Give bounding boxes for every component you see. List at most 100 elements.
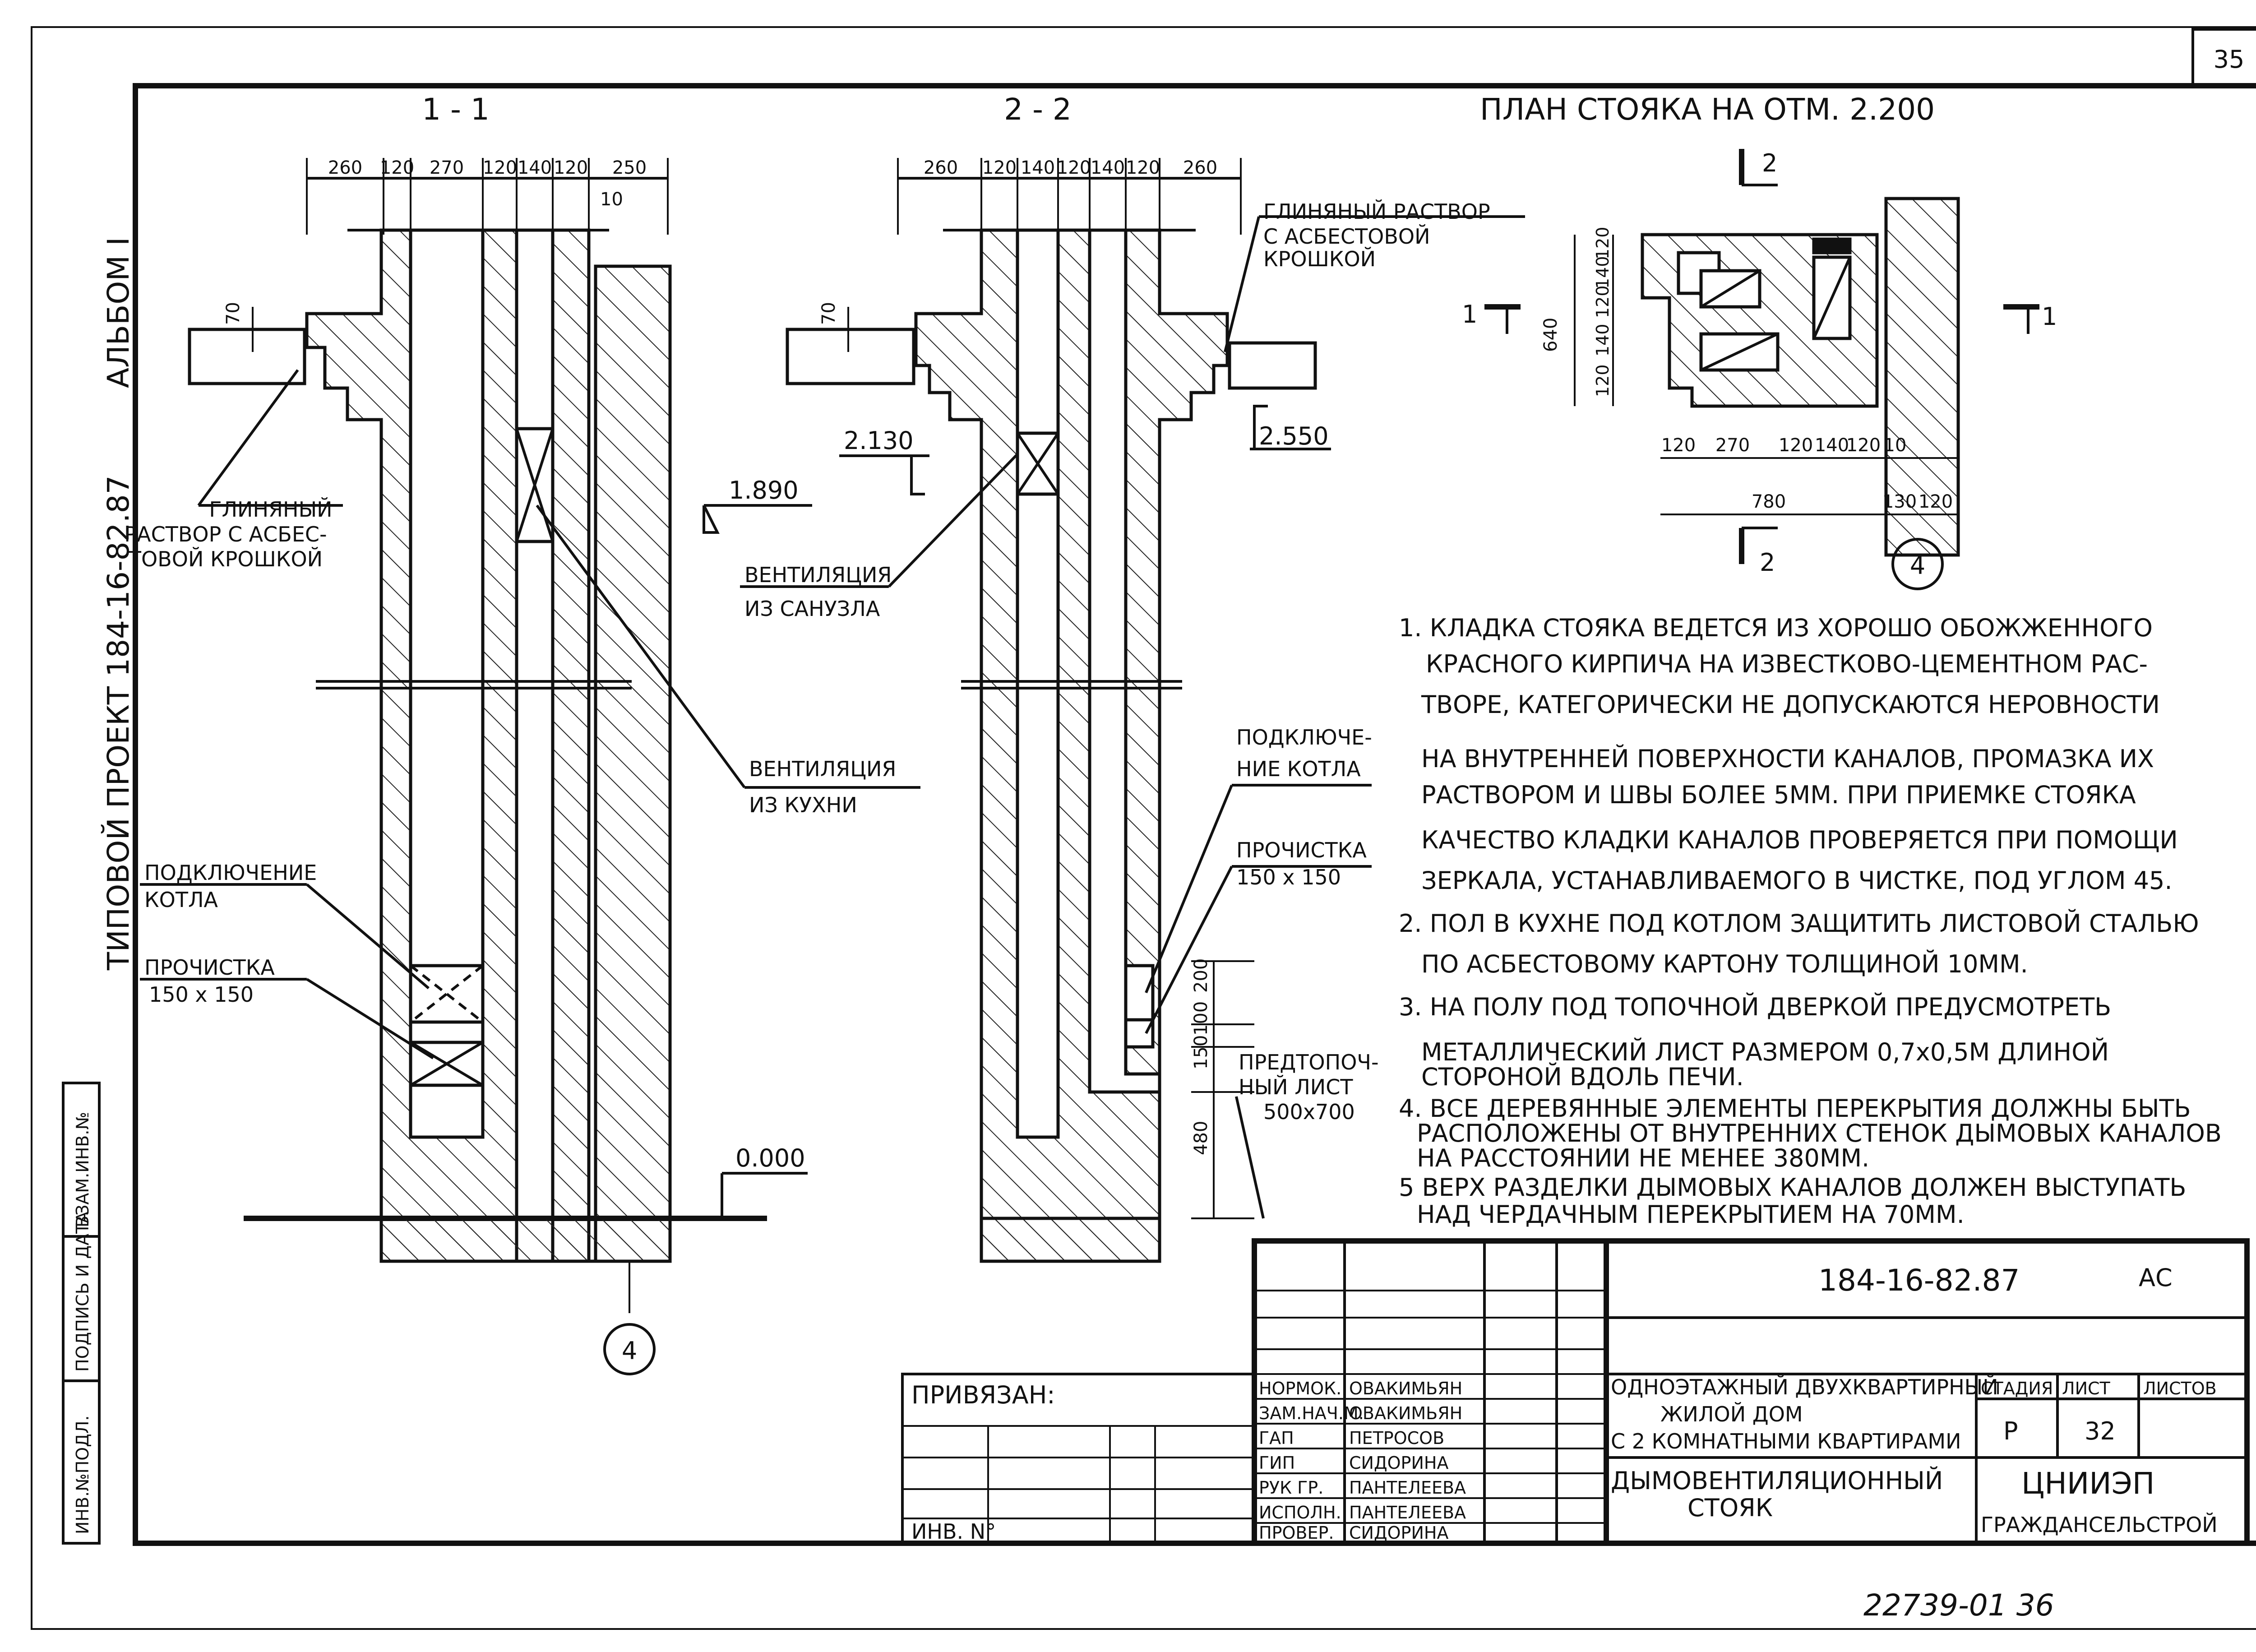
s2-dim-140b: 140 <box>1091 157 1125 178</box>
s2-clay-label-2: С АСБЕСТОВОЙ <box>1263 224 1430 249</box>
org-1: ЦНИИЭП <box>2021 1466 2154 1501</box>
s1-axis-label: 4 <box>622 1337 637 1365</box>
plan-bdim2-120: 120 <box>1919 491 1953 512</box>
vent-wc-label-1: ВЕНТИЛЯЦИЯ <box>744 563 892 587</box>
vent-kitchen-label-1: ВЕНТИЛЯЦИЯ <box>749 757 896 781</box>
stamp-vzam-inv: ВЗАМ.ИНВ.№ <box>73 1112 92 1227</box>
general-notes: 1. КЛАДКА СТОЯКА ВЕДЕТСЯ ИЗ ХОРОШО ОБОЖЖ… <box>1399 614 2222 1229</box>
plan-bdim-120a: 120 <box>1661 435 1696 456</box>
org-2: ГРАЖДАНСЕЛЬСТРОЙ <box>1981 1513 2218 1537</box>
project-label: ТИПОВОЙ ПРОЕКТ 184-16-82.87 <box>101 475 136 971</box>
role-3: ГАП <box>1259 1428 1294 1448</box>
name-5: ПАНТЕЛЕЕВА <box>1349 1478 1466 1498</box>
plan-title: ПЛАН СТОЯКА НА ОТМ. 2.200 <box>1480 92 1935 127</box>
s2-dim-200: 200 <box>1191 958 1211 993</box>
vent-kitchen-label-2: ИЗ КУХНИ <box>749 793 857 817</box>
s1-dim-260: 260 <box>328 157 362 178</box>
privyazan-label: ПРИВЯЗАН: <box>911 1381 1055 1409</box>
stage-value: Р <box>2003 1417 2018 1445</box>
stamp-signature-date: ПОДПИСЬ И ДАТА <box>73 1212 92 1372</box>
s2-mark-2130: 2.130 <box>844 426 914 455</box>
plan-vdim-3: 120 <box>1593 285 1613 318</box>
plan-vdim-2: 140 <box>1593 256 1613 289</box>
s2-prefire-label-3: 500x700 <box>1263 1100 1355 1124</box>
plan-vdim-5: 120 <box>1593 364 1613 397</box>
note-line-10: 3. НА ПОЛУ ПОД ТОПОЧНОЙ ДВЕРКОЙ ПРЕДУСМО… <box>1399 993 2111 1021</box>
s1-boiler-label-1: ПОДКЛЮЧЕНИЕ <box>144 861 317 885</box>
section-2-2: 2 - 2 260 120 140 120 140 120 260 70 <box>786 92 1525 1263</box>
s2-clean-label-2: 150 x 150 <box>1236 865 1341 889</box>
s2-prefire-label-2: НЫЙ ЛИСТ <box>1239 1075 1353 1099</box>
inv-no-label: ИНВ. N° <box>911 1519 996 1544</box>
sheet-number: 35 <box>2214 45 2245 74</box>
s2-channel-left <box>1016 228 1060 1139</box>
side-stamp: ИНВ.№ПОДЛ. ПОДПИСЬ И ДАТА ВЗАМ.ИНВ.№ <box>62 1082 101 1545</box>
sheet-title-2: СТОЯК <box>1687 1494 1773 1522</box>
section-1-title: 1 - 1 <box>422 92 490 127</box>
plan-vdim-1: 120 <box>1593 227 1613 259</box>
note-line-7: ЗЕРКАЛА, УСТАНАВЛИВАЕМОГО В ЧИСТКЕ, ПОД … <box>1421 866 2173 895</box>
s1-dim-250: 250 <box>612 157 647 178</box>
note-line-16: 5 ВЕРХ РАЗДЕЛКИ ДЫМОВЫХ КАНАЛОВ ДОЛЖЕН В… <box>1399 1173 2186 1202</box>
s2-dim-480: 480 <box>1191 1121 1211 1155</box>
vent-wc-label-2: ИЗ САНУЗЛА <box>744 597 880 621</box>
plan-bdim-270: 270 <box>1715 435 1750 456</box>
plan-axis-label: 4 <box>1910 551 1925 580</box>
s1-channel-vent <box>515 228 555 1263</box>
s1-dim-120c: 120 <box>554 157 588 178</box>
s2-channel-right <box>1088 228 1161 1094</box>
note-line-3: ТВОРЕ, КАТЕГОРИЧЕСКИ НЕ ДОПУСКАЮТСЯ НЕРО… <box>1421 690 2160 719</box>
note-line-9: ПО АСБЕСТОВОМУ КАРТОНУ ТОЛЩИНОЙ 10ММ. <box>1421 950 2028 978</box>
project-code: 184-16-82.87 <box>1818 1263 2020 1298</box>
plan-dim-640: 640 <box>1540 318 1561 352</box>
project-code-suffix: АС <box>2139 1263 2173 1292</box>
s1-dim-120b: 120 <box>483 157 517 178</box>
plan-cut-1-right: 1 <box>2042 302 2057 331</box>
s1-boiler-label-2: КОТЛА <box>144 888 218 912</box>
s1-clean-label-1: ПРОЧИСТКА <box>144 955 275 980</box>
note-line-12: СТОРОНОЙ ВДОЛЬ ПЕЧИ. <box>1421 1063 1744 1091</box>
album-label: АЛЬБОМ I <box>101 237 136 388</box>
note-line-1: 1. КЛАДКА СТОЯКА ВЕДЕТСЯ ИЗ ХОРОШО ОБОЖЖ… <box>1399 614 2153 642</box>
s2-dim-100: 100 <box>1191 1001 1211 1036</box>
s1-dim-140: 140 <box>518 157 552 178</box>
note-line-8: 2. ПОЛ В КУХНЕ ПОД КОТЛОМ ЗАЩИТИТЬ ЛИСТО… <box>1399 909 2199 938</box>
outer-border <box>31 26 2256 1630</box>
s1-dim-270: 270 <box>430 157 464 178</box>
s1-clay-label-2: РАСТВОР С АСБЕС- <box>124 522 327 546</box>
s1-clean-label-2: 150 x 150 <box>149 982 254 1007</box>
project-name-2: ЖИЛОЙ ДОМ <box>1660 1402 1803 1426</box>
s1-mark-1890: 1.890 <box>729 476 799 504</box>
s1-clay-label-1: ГЛИНЯНЫЙ <box>209 497 332 522</box>
section-1-1: 1 - 1 260 120 270 120 140 120 250 10 <box>124 92 1039 1375</box>
project-name-3: С 2 КОМНАТНЫМИ КВАРТИРАМИ <box>1611 1429 1961 1453</box>
name-2: ОВАКИМЬЯН <box>1349 1403 1462 1423</box>
role-6: ИСПОЛН. <box>1259 1503 1341 1522</box>
project-name-1: ОДНОЭТАЖНЫЙ ДВУХКВАРТИРНЫЙ <box>1611 1375 1998 1399</box>
s2-dim-260b: 260 <box>1183 157 1217 178</box>
note-line-15: НА РАССТОЯНИИ НЕ МЕНЕЕ 380ММ. <box>1417 1144 1869 1172</box>
s2-clean-label-1: ПРОЧИСТКА <box>1236 838 1367 862</box>
name-4: СИДОРИНА <box>1349 1453 1448 1473</box>
name-7: СИДОРИНА <box>1349 1523 1448 1543</box>
plan-cut-1-left: 1 <box>1462 300 1477 329</box>
plan-bdim-120b: 120 <box>1779 435 1813 456</box>
note-line-11: МЕТАЛЛИЧЕСКИЙ ЛИСТ РАЗМЕРОМ 0,7x0,5М ДЛИ… <box>1421 1038 2109 1066</box>
s1-mark-0000: 0.000 <box>735 1144 805 1172</box>
sheet-title-1: ДЫМОВЕНТИЛЯЦИОННЫЙ <box>1611 1467 1943 1495</box>
s2-dim-70: 70 <box>818 302 839 325</box>
s2-clay-label-1: ГЛИНЯНЫЙ РАСТВОР <box>1263 199 1490 224</box>
role-2: ЗАМ.НАЧ.М. <box>1259 1403 1364 1423</box>
plan-bdim-10: 10 <box>1884 435 1907 456</box>
section-2-title: 2 - 2 <box>1004 92 1072 127</box>
riser-plan: ПЛАН СТОЯКА НА ОТМ. 2.200 2 2 1 1 640 12… <box>1462 92 2057 590</box>
s2-dim-120a: 120 <box>982 157 1017 178</box>
name-3: ПЕТРОСОВ <box>1349 1428 1444 1448</box>
s1-clay-label-3: ТОВОЙ КРОШКОЙ <box>128 547 323 571</box>
s1-dim-70: 70 <box>223 302 244 325</box>
plan-bdim-120c: 120 <box>1846 435 1881 456</box>
col-stage: СТАДИЯ <box>1981 1379 2053 1398</box>
note-line-2: КРАСНОГО КИРПИЧА НА ИЗВЕСТКОВО-ЦЕМЕНТНОМ… <box>1426 650 2148 678</box>
